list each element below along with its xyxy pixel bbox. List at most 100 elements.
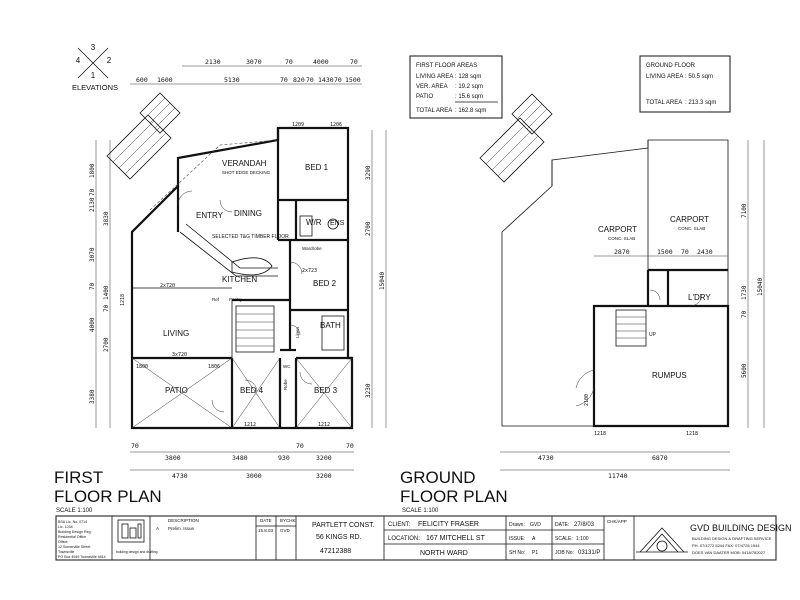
dim: 3380 (89, 389, 96, 404)
room-label-ldry: L'DRY (688, 293, 711, 302)
practitioner-line: Lic. 1234 (58, 525, 73, 529)
room-label-rumpus: RUMPUS (652, 371, 687, 380)
dim: 11740 (608, 472, 628, 480)
dim: 1600 (157, 76, 173, 84)
dim: 2870 (614, 248, 630, 256)
room-label-entry: ENTRY (196, 211, 224, 220)
ground-floor-walls (575, 268, 730, 428)
first-floor-plan: 2130 3070 70 4000 70 600 1600 5130 70 82… (54, 58, 387, 514)
dim: 1400 (103, 285, 110, 300)
room-label-dining: DINING (234, 209, 262, 218)
first-floor-right-dimensions: 3290 2700 15040 3230 (365, 130, 387, 428)
dim: 1800 (89, 163, 96, 178)
dim: 2700 (365, 221, 372, 236)
dim: 1500 (345, 76, 361, 84)
dim: 3200 (316, 472, 332, 480)
practitioner-line: BSA Lic. No. 0714 (58, 520, 87, 524)
dim: 1806 (208, 364, 220, 370)
gvd-company-logo (636, 527, 688, 553)
ground-floor-external-stair (479, 93, 553, 183)
area-label: PATIO (416, 94, 433, 100)
dim: 4730 (172, 472, 188, 480)
elevation-number-4: 4 (76, 56, 81, 65)
dim: 4730 (538, 454, 554, 462)
area-total-value: : 162.8 sqm (455, 108, 486, 114)
first-floor-title-line1: FIRST (54, 468, 103, 487)
ground-floor-title-line2: FLOOR PLAN (400, 487, 508, 506)
dim: 70 (741, 310, 748, 318)
room-label-kitchen: KITCHEN (222, 275, 257, 284)
dim: 6870 (652, 454, 668, 462)
dim: 70 (681, 248, 689, 256)
first-floor-external-stair (106, 92, 181, 180)
elevation-number-2: 2 (107, 56, 112, 65)
areas-heading: GROUND FLOOR (646, 63, 696, 69)
location-value: 167 MITCHELL ST (426, 535, 486, 542)
room-label-linen: Linen (295, 326, 300, 338)
dim: 70 (280, 76, 288, 84)
bdi-logo: building design and drafting (116, 519, 158, 554)
area-value: : 15.6 sqm (455, 94, 483, 100)
room-label-bed4: BED 4 (240, 386, 264, 395)
dim: 70 (285, 58, 293, 66)
elevation-number-3: 3 (91, 43, 96, 52)
ground-floor-right-dimensions: 7100 1730 70 15040 5600 (741, 140, 765, 428)
dim: 70 (296, 442, 304, 450)
issue-date: 15.8.03 (258, 528, 274, 533)
dim: 2x720 (160, 283, 175, 289)
dim: 70 (131, 442, 139, 450)
date-label: DATE: (555, 522, 569, 528)
area-label: LIVING AREA (646, 74, 683, 80)
practitioner-line: 12 Somerville Street (58, 545, 90, 549)
elevations-label: ELEVATIONS (72, 83, 118, 92)
dim: 2130 (205, 58, 221, 66)
stair-up-label: UP (649, 332, 657, 338)
floor-note: SELECTED T&G TIMBER FLOOR (212, 234, 289, 240)
project-line2: 56 KINGS RD. (316, 534, 362, 541)
dim: 70 (306, 76, 314, 84)
area-label: VER. AREA (416, 84, 448, 90)
ground-floor-room-labels: CARPORT CONC. SLAB CARPORT CONC. SLAB L'… (584, 215, 711, 437)
dim: 1212 (244, 422, 256, 428)
dim: 1218 (120, 294, 126, 306)
company-sub: BUILDING DESIGN & DRAFTING SERVICE (692, 536, 772, 541)
practitioner-line: Residential Office (58, 535, 86, 539)
room-label-ref: Ref (212, 297, 220, 302)
job-value: 03131/P (578, 550, 600, 556)
col-header-date: DATE (260, 518, 272, 523)
dim: 3800 (165, 454, 181, 462)
dim: 4000 (313, 58, 329, 66)
company-name: GVD BUILDING DESIGN (690, 523, 792, 533)
dim: 1730 (741, 285, 748, 300)
ground-floor-bottom-dimensions: 4730 6870 11740 (500, 451, 730, 480)
area-total-label: TOTAL AREA (416, 108, 452, 114)
room-label-robe: Robe (283, 379, 288, 390)
ground-floor-mid-dimensions: 2870 1500 70 2430 (594, 248, 728, 257)
date-value: 27/8/03 (574, 522, 595, 528)
room-note-carport-2: CONC. SLAB (678, 226, 705, 231)
dim: 3290 (365, 165, 372, 180)
dim: 2430 (697, 248, 713, 256)
first-floor-scale: SCALE 1:100 (56, 508, 93, 514)
company-contact: DOES VAN DAATER MOB: 0418/782027 (692, 550, 766, 555)
dim: 2130 (89, 197, 96, 212)
area-value: : 19.2 sqm (455, 84, 483, 90)
dim: 70 (346, 442, 354, 450)
room-label-wir: W/R (306, 218, 322, 227)
dim: 1218 (594, 431, 606, 437)
room-label-living: LIVING (163, 329, 189, 338)
dim: 930 (278, 454, 290, 462)
col-header-chk: CHK (286, 518, 296, 523)
room-label-ens: ENS (330, 220, 345, 227)
dim: 1206 (330, 122, 342, 128)
client-label: CLIENT: (388, 522, 411, 528)
dim: 3x720 (172, 352, 187, 358)
issue-label: ISSUE: (509, 536, 525, 542)
first-floor-areas-box: FIRST FLOOR AREAS LIVING AREA : 128 sqm … (409, 55, 503, 119)
dim: 3070 (89, 247, 96, 262)
room-label-pantry: Pantry (229, 297, 243, 302)
dim: 1430 (318, 76, 334, 84)
dim: 4000 (89, 317, 96, 332)
ground-floor-areas-box: GROUND FLOOR LIVING AREA : 50.5 sqm TOTA… (639, 55, 731, 113)
